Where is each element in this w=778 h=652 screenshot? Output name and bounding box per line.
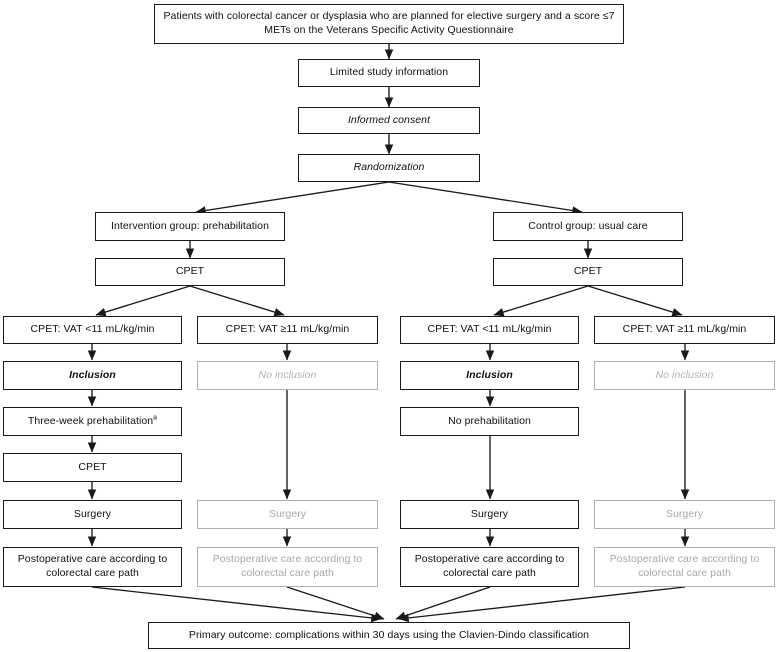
node-cpet-vat-high-control: CPET: VAT ≥11 mL/kg/min [594,316,775,344]
node-intervention-group-label: Intervention group: prehabilitation [111,219,269,232]
footnote-marker-a: a [153,414,158,422]
node-surgery-col2-label: Surgery [268,507,307,520]
node-cpet-vat-high-intervention-label: CPET: VAT ≥11 mL/kg/min [225,323,350,336]
node-three-week-prehabilitation: Three-week prehabilitationa [3,407,182,436]
node-no-inclusion-intervention: No inclusion [197,361,378,390]
node-surgery-col1: Surgery [3,500,182,529]
node-primary-outcome-label: Primary outcome: complications within 30… [188,628,590,641]
node-surgery-col3: Surgery [400,500,579,529]
node-inclusion-control: Inclusion [400,361,579,390]
node-limited-study-information-label: Limited study information [329,66,449,79]
node-no-inclusion-control: No inclusion [594,361,775,390]
node-intervention-group: Intervention group: prehabilitation [95,212,285,241]
node-no-inclusion-intervention-label: No inclusion [258,368,317,381]
node-control-group-label: Control group: usual care [528,219,648,232]
node-inclusion-intervention-label: Inclusion [69,368,116,381]
node-cpet-control-label: CPET [573,265,603,278]
node-surgery-col3-label: Surgery [470,507,509,520]
node-randomization-label: Randomization [353,161,425,174]
node-postoperative-care-col1: Postoperative care according to colorect… [3,547,182,587]
node-postoperative-care-col3: Postoperative care according to colorect… [400,547,579,587]
node-cpet-vat-low-intervention-label: CPET: VAT <11 mL/kg/min [30,323,155,336]
node-postoperative-care-col1-label: Postoperative care according to colorect… [17,553,168,579]
node-no-prehabilitation: No prehabilitation [400,407,579,436]
node-postoperative-care-col2-label: Postoperative care according to colorect… [212,553,363,579]
node-surgery-col2: Surgery [197,500,378,529]
node-randomization: Randomization [298,154,480,182]
node-cpet-intervention-label: CPET [175,265,205,278]
node-cpet-vat-high-intervention: CPET: VAT ≥11 mL/kg/min [197,316,378,344]
node-cpet-vat-low-intervention: CPET: VAT <11 mL/kg/min [3,316,182,344]
node-inclusion-intervention: Inclusion [3,361,182,390]
node-surgery-col1-label: Surgery [73,507,112,520]
node-prehabilitation-text: Three-week prehabilitation [27,414,154,427]
node-control-group: Control group: usual care [493,212,683,241]
node-postoperative-care-col2: Postoperative care according to colorect… [197,547,378,587]
node-three-week-prehabilitation-label: Three-week prehabilitationa [27,414,158,429]
node-postoperative-care-col3-label: Postoperative care according to colorect… [414,553,565,579]
node-primary-outcome: Primary outcome: complications within 30… [148,622,630,649]
node-informed-consent-label: Informed consent [347,113,431,126]
node-cpet-vat-high-control-label: CPET: VAT ≥11 mL/kg/min [622,323,747,336]
node-surgery-col4-label: Surgery [665,507,704,520]
node-surgery-col4: Surgery [594,500,775,529]
node-cpet-vat-low-control: CPET: VAT <11 mL/kg/min [400,316,579,344]
node-cpet-intervention: CPET [95,258,285,286]
node-inclusion-control-label: Inclusion [466,368,513,381]
node-cpet-retest: CPET [3,453,182,482]
node-cpet-retest-label: CPET [78,460,107,473]
node-eligibility: Patients with colorectal cancer or dyspl… [154,4,624,44]
node-informed-consent: Informed consent [298,107,480,134]
node-cpet-vat-low-control-label: CPET: VAT <11 mL/kg/min [427,323,552,336]
node-postoperative-care-col4: Postoperative care according to colorect… [594,547,775,587]
node-eligibility-label: Patients with colorectal cancer or dyspl… [163,10,615,36]
node-no-inclusion-control-label: No inclusion [655,368,714,381]
node-postoperative-care-col4-label: Postoperative care according to colorect… [609,553,760,579]
node-no-prehabilitation-label: No prehabilitation [448,414,531,427]
node-limited-study-information: Limited study information [298,59,480,87]
node-cpet-control: CPET [493,258,683,286]
